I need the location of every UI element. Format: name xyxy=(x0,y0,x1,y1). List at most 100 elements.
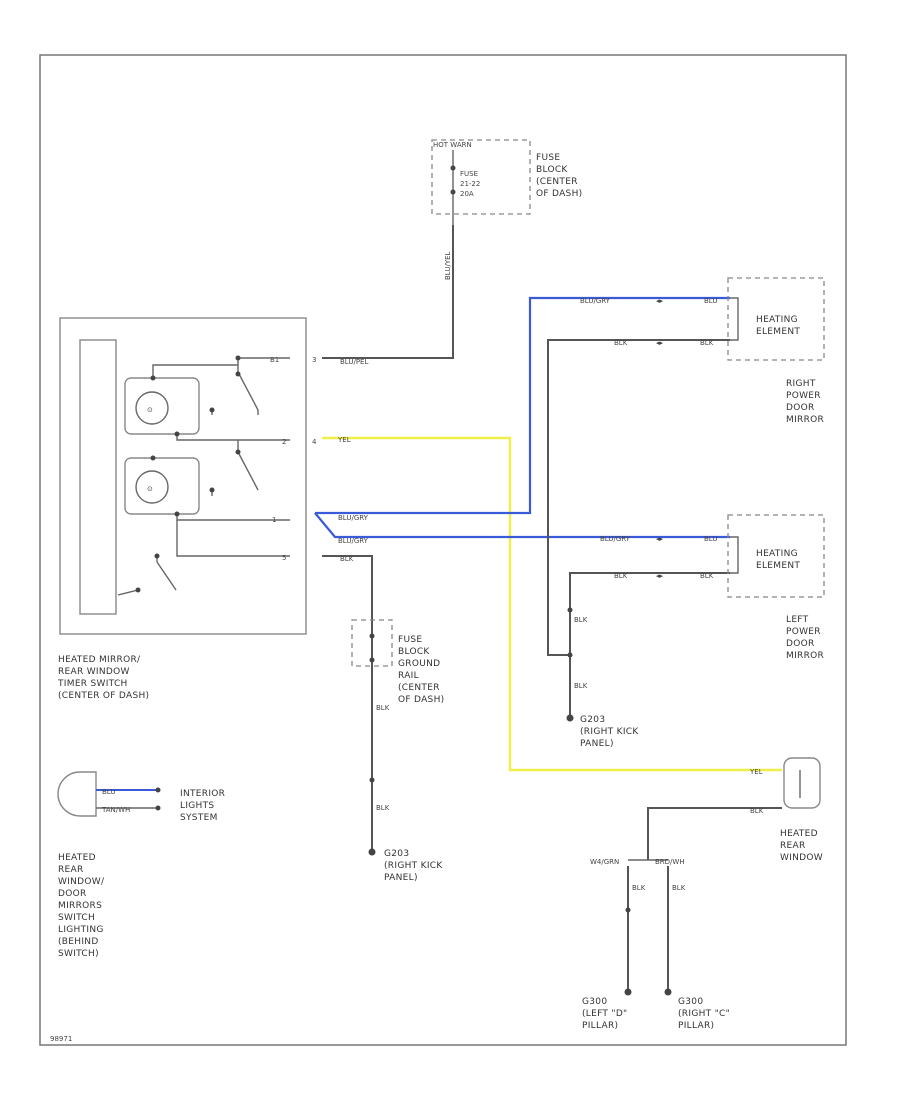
connector-l2: ◂▸ xyxy=(656,572,664,580)
right-mirror-1: RIGHT xyxy=(786,379,816,389)
wire-label-blu-gry-bottom: BLU/GRY xyxy=(338,537,369,545)
switch-name-2: REAR WINDOW xyxy=(58,667,130,677)
fuse-top-inner-3: 20A xyxy=(460,190,474,198)
left-mirror-box xyxy=(727,514,825,598)
fuse-block-top xyxy=(431,139,531,215)
pin-label-right2: 4 xyxy=(312,438,317,446)
indicator-lamp-1-glyph: ⊙ xyxy=(147,406,153,414)
ground-g203-lower xyxy=(368,848,376,856)
interior-lights-2: LIGHTS xyxy=(180,801,214,811)
splice-ground xyxy=(369,777,375,783)
wire-label-blu-gry-r: BLU/GRY xyxy=(580,297,611,305)
fuse-block-top-label-4: OF DASH) xyxy=(536,189,582,199)
fuse-ground-2: BLOCK xyxy=(398,647,430,657)
wire-label-yel-rear: YEL xyxy=(749,768,763,776)
g300-right-3: PILLAR) xyxy=(678,1021,714,1031)
switch-name-1: HEATED MIRROR/ xyxy=(58,655,141,665)
wire-label-blk-l2: BLK xyxy=(700,572,714,580)
lighting-switch-2: REAR xyxy=(58,865,84,875)
rear-connector-right: BRD/WH xyxy=(655,858,685,866)
wire-label-blk-gnd2: BLK xyxy=(376,804,390,812)
lights-node-1 xyxy=(155,787,161,793)
g203-right-kick-2: (RIGHT KICK xyxy=(580,727,639,737)
g300-left-1: G300 xyxy=(582,997,607,1007)
fuse-ground-6: OF DASH) xyxy=(398,695,444,705)
right-element-2: ELEMENT xyxy=(756,327,800,337)
fuse-ground-3: GROUND xyxy=(398,659,440,669)
fuse-ground-1: FUSE xyxy=(398,635,422,645)
pin-label-yel: 2 xyxy=(282,438,286,446)
g203-lower-2: (RIGHT KICK xyxy=(384,861,443,871)
right-mirror-4: MIRROR xyxy=(786,415,824,425)
rear-window-2: REAR xyxy=(780,841,806,851)
wire-label-blk: BLK xyxy=(340,555,354,563)
right-heating-element-icon xyxy=(730,297,739,341)
left-element-2: ELEMENT xyxy=(756,561,800,571)
wire-label-blu-l: BLU xyxy=(704,535,717,543)
wire-label-blk-r: BLK xyxy=(614,339,628,347)
lighting-switch-9: SWITCH) xyxy=(58,949,99,959)
switch-node-10 xyxy=(154,553,160,559)
wire-black-right-mirror xyxy=(547,339,730,656)
left-heating-element-icon xyxy=(730,536,739,574)
ground-rail-terminal-1 xyxy=(369,633,375,639)
wire-label-blk-p1: BLK xyxy=(574,616,588,624)
lamp1-feed xyxy=(152,364,238,378)
lighting-switch-3: WINDOW/ xyxy=(58,877,105,887)
switch-panel xyxy=(79,339,117,615)
left-element-1: HEATING xyxy=(756,549,798,559)
diagram-frame xyxy=(39,54,847,1046)
wire-label-blu-gry-l: BLU/GRY xyxy=(600,535,631,543)
wire-label-blk-p4: BLK xyxy=(672,884,686,892)
switch-node-2 xyxy=(235,371,241,377)
lighting-switch-7: LIGHTING xyxy=(58,925,104,935)
splice-1 xyxy=(567,607,573,613)
wire-black-ground xyxy=(322,555,373,850)
lighting-switch-8: (BEHIND xyxy=(58,937,99,947)
switch-contact-2 xyxy=(211,440,259,496)
wire-label-blk-gnd1: BLK xyxy=(376,704,390,712)
fuse-top-terminal-1 xyxy=(450,165,456,171)
ground-g203-upper xyxy=(566,714,574,722)
wire-label-yel: YEL xyxy=(337,436,351,444)
wire-black-left-mirror xyxy=(569,572,730,720)
g300-right-1: G300 xyxy=(678,997,703,1007)
wire-label-blu-lights: BLU xyxy=(102,788,115,796)
wire-label-blk-rear: BLK xyxy=(750,807,764,815)
wire-label-blk-l: BLK xyxy=(614,572,628,580)
pin-label-top: B1 xyxy=(270,356,279,364)
indicator-lamp-2-glyph: ⊙ xyxy=(147,485,153,493)
left-mirror-4: MIRROR xyxy=(786,651,824,661)
g203-right-kick-3: PANEL) xyxy=(580,739,614,749)
ground-g300-left xyxy=(624,988,632,996)
g300-right-2: (RIGHT "C" xyxy=(678,1009,730,1019)
switch-node-4 xyxy=(150,375,156,381)
switch-node-1 xyxy=(235,355,241,361)
left-mirror-3: DOOR xyxy=(786,639,815,649)
rear-connector-left: W4/GRN xyxy=(590,858,619,866)
g203-right-kick-1: G203 xyxy=(580,715,605,725)
lighting-switch-1: HEATED xyxy=(58,853,96,863)
switch-name-3: TIMER SWITCH xyxy=(57,679,128,689)
right-element-1: HEATING xyxy=(756,315,798,325)
interior-lights-1: INTERIOR xyxy=(180,789,225,799)
fuse-top-terminal-2 xyxy=(450,189,456,195)
wire-blue-right-mirror xyxy=(315,296,730,515)
fuse-block-top-label-1: FUSE xyxy=(536,153,560,163)
connector-l1: ◂▸ xyxy=(656,535,664,543)
indicator-lamp-1-icon xyxy=(135,391,169,425)
wire-label-blu-pel: BLU/PEL xyxy=(340,358,368,366)
wire-label-tan-wh: TAN/WH xyxy=(101,806,130,814)
g300-left-2: (LEFT "D" xyxy=(582,1009,628,1019)
lighting-switch-4: DOOR xyxy=(58,889,87,899)
fuse-top-inner-1: FUSE xyxy=(460,170,478,178)
ground-g300-right xyxy=(664,988,672,996)
connector-r1: ◂▸ xyxy=(656,297,664,305)
fuse-block-top-label-2: BLOCK xyxy=(536,165,568,175)
lighting-switch-icon xyxy=(57,771,97,817)
switch-node-9 xyxy=(174,511,180,517)
ground-rail-terminal-2 xyxy=(369,657,375,663)
indicator-1-housing xyxy=(124,377,200,435)
fuse-top-inner-2: 21-22 xyxy=(460,180,480,188)
switch-node-8 xyxy=(150,455,156,461)
